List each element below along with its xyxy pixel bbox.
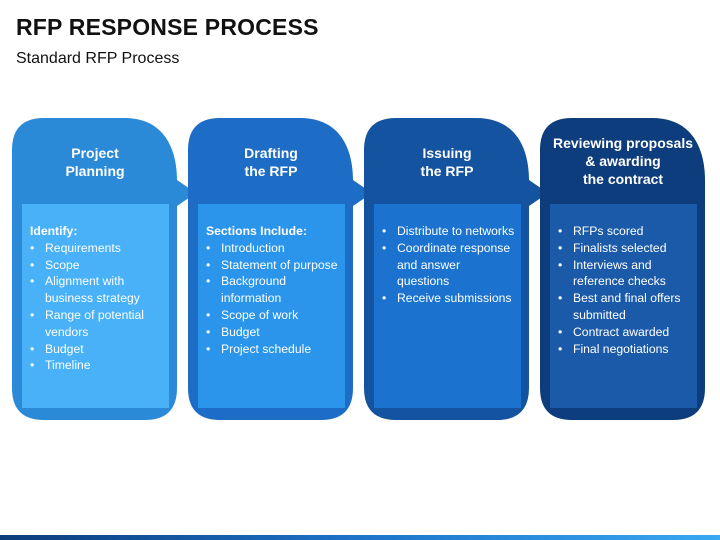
list-item: Scope of work (206, 307, 339, 324)
list-item: Coordinate response and answer questions (382, 240, 515, 290)
stage-details-box: Identify: Requirements Scope Alignment w… (22, 204, 169, 408)
stage-title: Reviewing proposals & awarding the contr… (540, 134, 706, 188)
list-item: Range of potential vendors (30, 307, 163, 341)
box-heading: Sections Include: (206, 224, 307, 238)
list-item: Finalists selected (558, 240, 691, 257)
list-item: Contract awarded (558, 324, 691, 341)
box-heading: Identify: (30, 224, 78, 238)
list-item: Best and final offers submitted (558, 290, 691, 324)
stage-item-list: Introduction Statement of purpose Backgr… (206, 240, 339, 358)
stage-details-box: Distribute to networks Coordinate respon… (374, 204, 521, 408)
stage-title: Drafting the RFP (188, 144, 354, 180)
list-item: Scope (30, 257, 163, 274)
slide-title: RFP RESPONSE PROCESS (16, 14, 319, 40)
stage-title-line: Drafting (244, 145, 298, 161)
list-item: Budget (206, 324, 339, 341)
list-item: Alignment with business strategy (30, 273, 163, 307)
stage-details-box: Sections Include: Introduction Statement… (198, 204, 345, 408)
list-item: Distribute to networks (382, 223, 515, 240)
list-item: Receive submissions (382, 290, 515, 307)
list-item: Statement of purpose (206, 257, 339, 274)
stage-project-planning: Project Planning Identify: Requirements … (12, 118, 196, 420)
stage-title-line: Project (71, 145, 119, 161)
stage-item-list: Requirements Scope Alignment with busine… (30, 240, 163, 374)
stage-item-list: RFPs scored Finalists selected Interview… (558, 223, 691, 357)
list-item: Project schedule (206, 341, 339, 358)
stage-item-list: Distribute to networks Coordinate respon… (382, 223, 515, 307)
list-item: Timeline (30, 357, 163, 374)
stage-title-line: the contract (582, 171, 664, 187)
stage-issuing-rfp: Issuing the RFP Distribute to networks C… (364, 118, 548, 420)
stage-title-line: Issuing (422, 145, 472, 161)
slide-subtitle: Standard RFP Process (16, 50, 180, 67)
list-item: Final negotiations (558, 341, 691, 358)
list-item: RFPs scored (558, 223, 691, 240)
list-item: Requirements (30, 240, 163, 257)
list-item: Budget (30, 341, 163, 358)
stage-reviewing-awarding: Reviewing proposals & awarding the contr… (540, 118, 705, 420)
stage-title-line: Planning (65, 163, 125, 179)
stage-details-box: RFPs scored Finalists selected Interview… (550, 204, 697, 408)
bottom-accent-bar (0, 535, 720, 540)
stage-title: Project Planning (12, 144, 178, 180)
stage-drafting-rfp: Drafting the RFP Sections Include: Intro… (188, 118, 372, 420)
stage-title-line: Reviewing proposals (552, 135, 694, 151)
list-item: Introduction (206, 240, 339, 257)
stage-title: Issuing the RFP (364, 144, 530, 180)
stage-title-line: the RFP (420, 163, 474, 179)
stage-title-line: the RFP (244, 163, 298, 179)
stage-title-line: & awarding (585, 153, 661, 169)
list-item: Interviews and reference checks (558, 257, 691, 291)
list-item: Background information (206, 273, 339, 307)
